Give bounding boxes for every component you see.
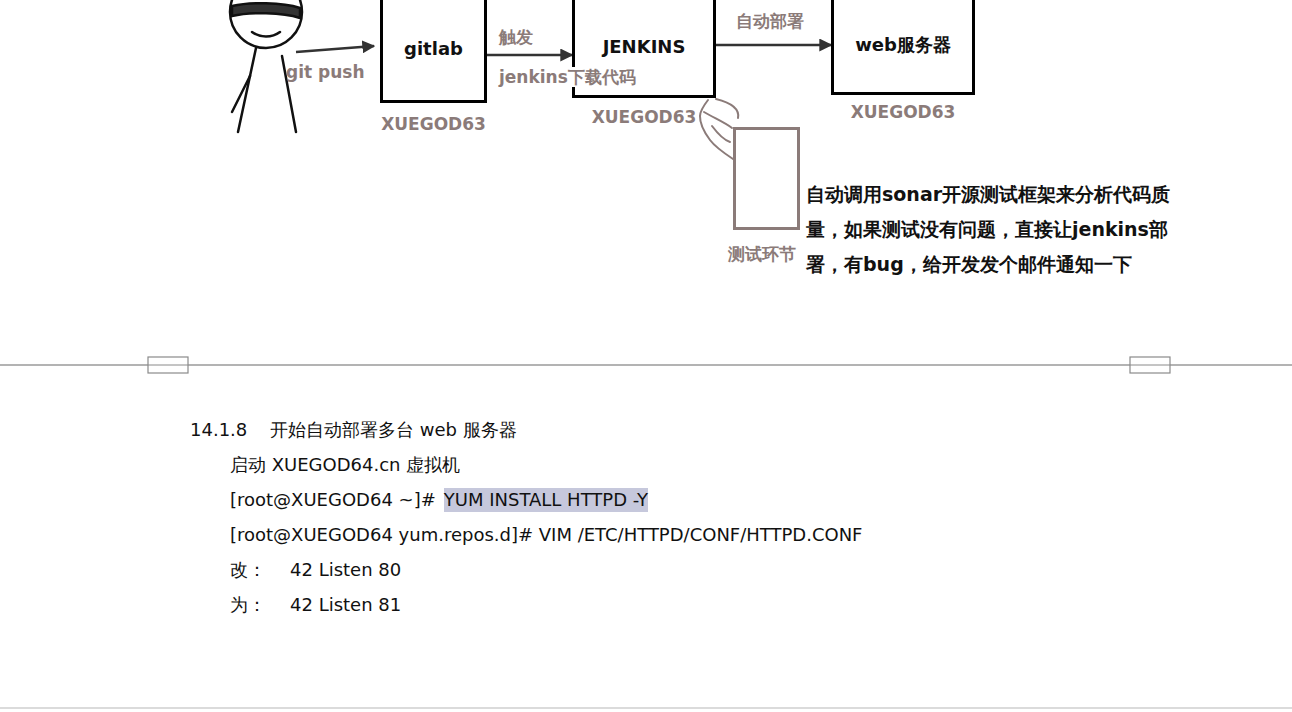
test-box: 测试环节 [733, 127, 800, 230]
hand-pointer-line [700, 100, 733, 159]
box-title: JENKINS [603, 36, 686, 57]
config-line: 42 Listen 80 [290, 558, 401, 582]
server-box: web服务器XUEGOD63 [831, 0, 975, 95]
hand-stroke [716, 99, 738, 118]
page-break-line [0, 364, 1292, 366]
server-box: gitlabXUEGOD63 [380, 0, 487, 103]
flow-arrow [716, 44, 831, 47]
config-line: 42 Listen 81 [290, 593, 401, 617]
page-break-marker [148, 357, 188, 373]
change-tag: 为： [230, 593, 266, 617]
page-break-marker [148, 365, 188, 366]
edge-label: 触发 jenkins下载代码 [499, 27, 636, 87]
doc-line: 启动 XUEGOD64.cn 虚拟机 [230, 453, 460, 477]
note-text: 自动调用sonar开源测试框架来分析代码质量，如果测试没有问题，直接让jenki… [806, 177, 1176, 282]
flow-arrow [487, 54, 572, 57]
host-label: 测试环节 [728, 243, 796, 266]
edge-label: 自动部署 [736, 11, 804, 31]
edge-label-box: 触发 jenkins下载代码 [499, 17, 636, 97]
edge-label-box: 自动部署 [736, 9, 804, 33]
figure-head [230, 0, 302, 48]
hand-stroke [704, 112, 732, 128]
push-arrow [296, 46, 374, 52]
box-title: web服务器 [855, 33, 951, 57]
shell-line: [root@XUEGOD64 yum.repos.d]# VIM /ETC/HT… [230, 523, 862, 547]
shell-command: YUM INSTALL HTTPD -Y [444, 488, 648, 512]
section-number: 14.1.8 [190, 418, 247, 442]
page-break-marker [1130, 365, 1170, 366]
host-label: XUEGOD63 [592, 107, 697, 127]
figure-smile [252, 32, 280, 37]
page-edge-line [0, 707, 1292, 709]
change-tag: 改： [230, 558, 266, 582]
hand-stroke [712, 126, 730, 142]
box-title: gitlab [404, 38, 463, 59]
arrow-label: git push [286, 62, 365, 82]
figure-neck [250, 48, 256, 76]
host-label: XUEGOD63 [381, 114, 486, 134]
section-heading: 开始自动部署多台 web 服务器 [270, 418, 517, 442]
shell-prompt: [root@XUEGOD64 ~]# [230, 488, 436, 512]
page-break-marker [1130, 357, 1170, 373]
figure-body [238, 76, 250, 132]
host-label: XUEGOD63 [851, 102, 956, 122]
figure-mask [232, 3, 300, 18]
